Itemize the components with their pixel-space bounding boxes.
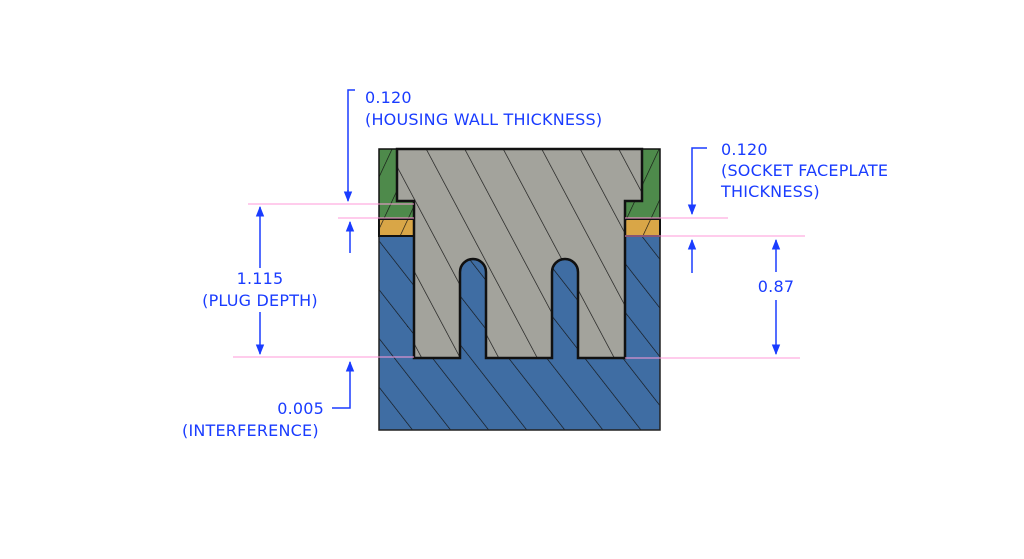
housing-wall-value: 0.120 [365, 88, 412, 107]
interference-value: 0.005 [277, 399, 324, 418]
interference-label: (INTERFERENCE) [182, 421, 319, 440]
dimension-lines [255, 89, 781, 409]
faceplate-value: 0.120 [721, 140, 768, 159]
faceplate-label-line1: (SOCKET FACEPLATE [721, 161, 889, 180]
housing-wall-label: (HOUSING WALL THICKNESS) [365, 110, 603, 129]
plug [395, 147, 644, 360]
plug-depth-label: (PLUG DEPTH) [202, 291, 318, 310]
pin-depth-value: 0.87 [757, 277, 795, 296]
plug-depth-value: 1.115 [236, 269, 284, 288]
extension-lines [233, 203, 805, 359]
socket-pins [459, 258, 579, 358]
socket-faceplate [378, 218, 661, 237]
faceplate-label-line2: THICKNESS) [721, 182, 820, 201]
